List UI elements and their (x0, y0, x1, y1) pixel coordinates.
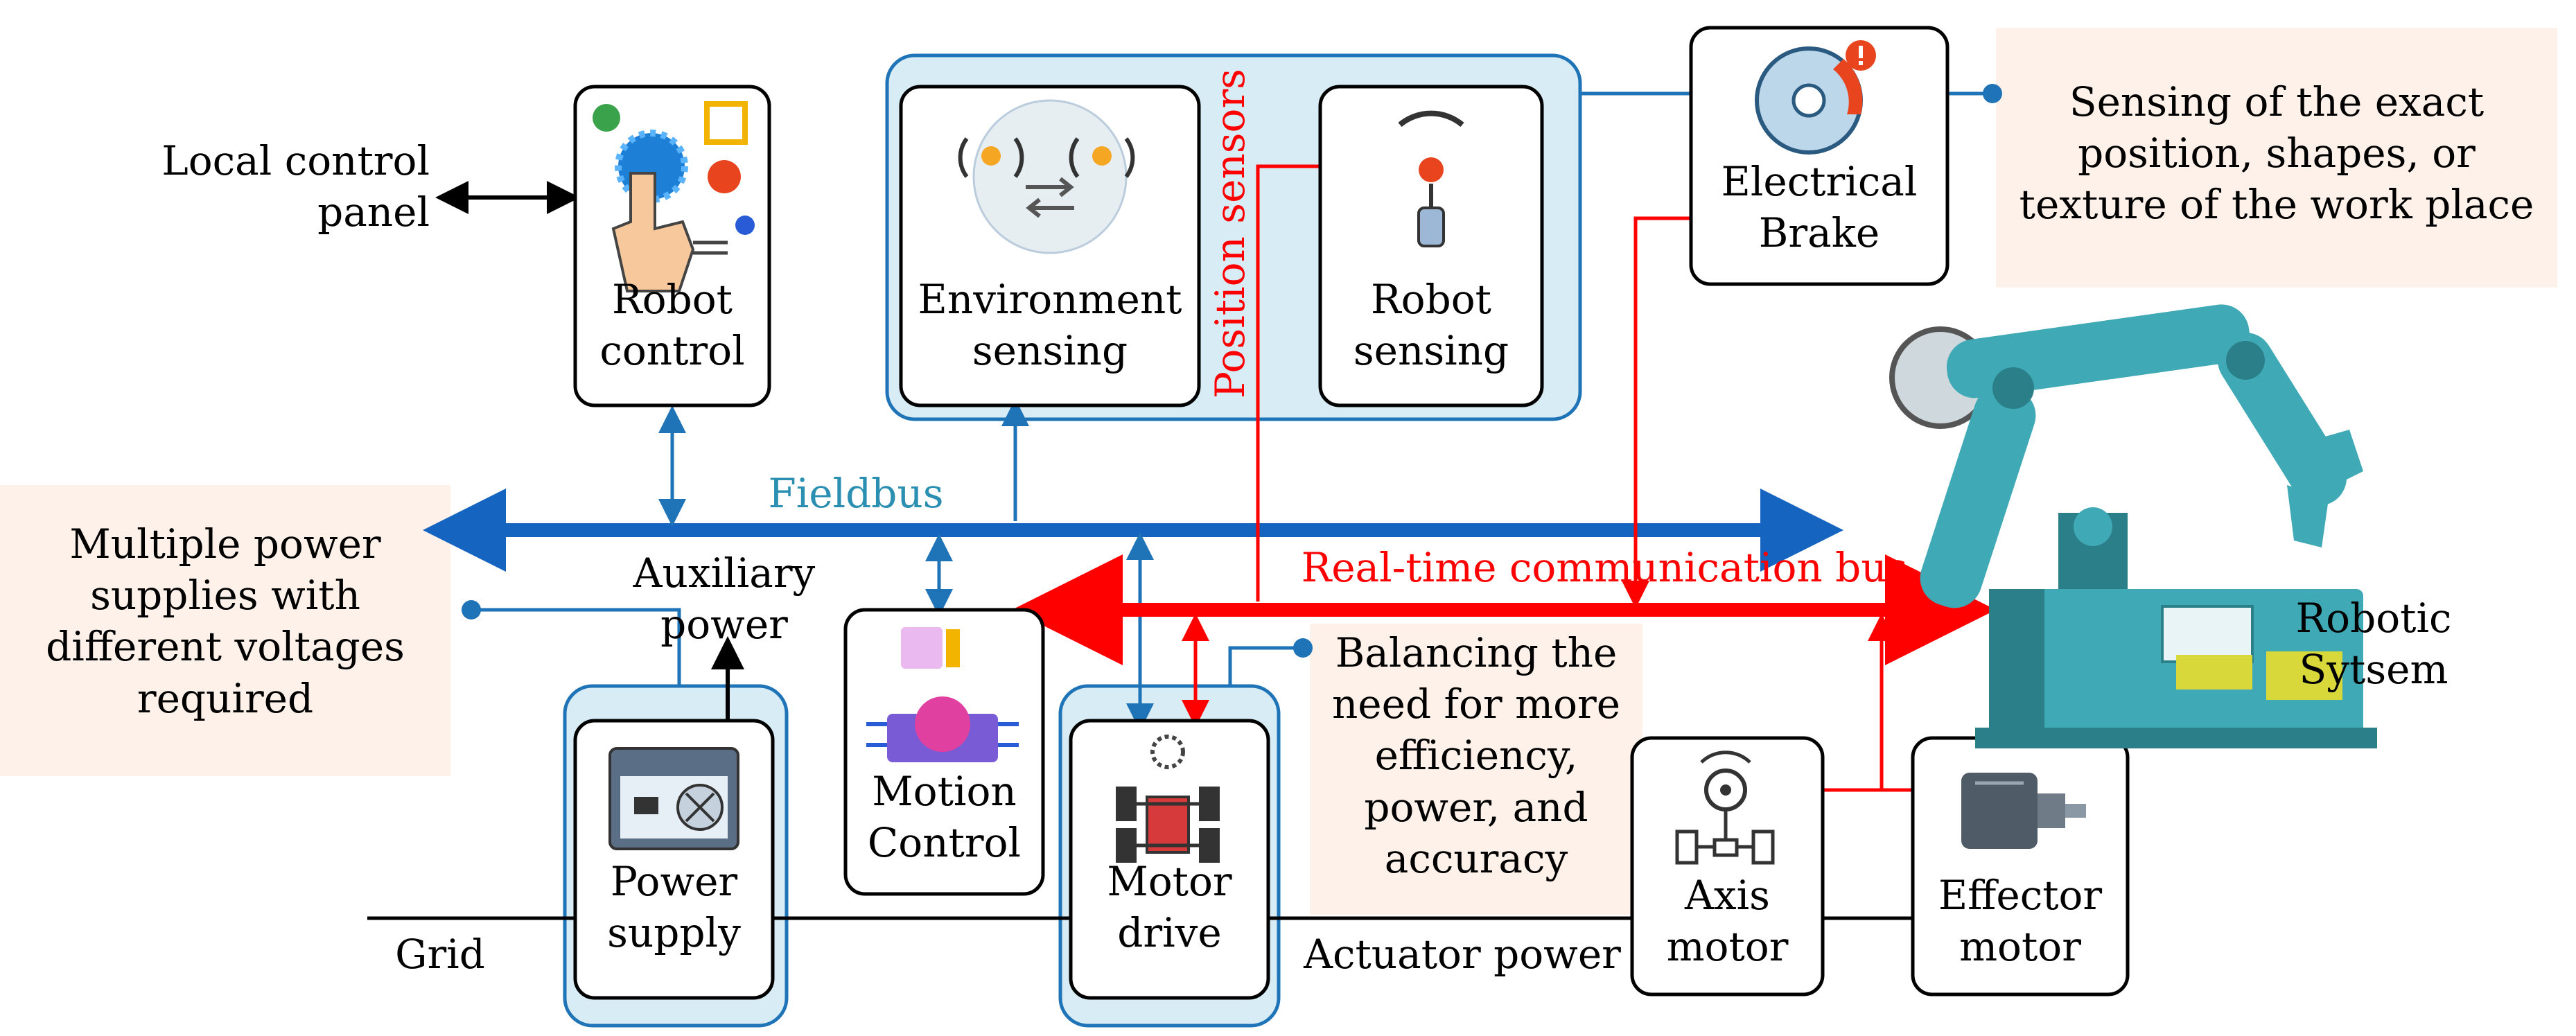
note-sensing-bg (1996, 28, 2557, 288)
robot-sensing-icon (1398, 110, 1464, 247)
power-note-dot (462, 600, 481, 620)
sensing-note-dot (1983, 84, 2002, 103)
axis-motor-block (1630, 736, 1825, 997)
note-balancing-bg (1310, 624, 1642, 915)
actuator-power-label: Actuator power (1304, 931, 1621, 978)
motion-control-icon (866, 627, 1019, 762)
realtime-bus-label: Real-time communication bus (1301, 544, 1908, 591)
position-sensor-line (1256, 164, 1320, 602)
position-sensors-label: Position sensors (1206, 69, 1254, 399)
environment-sensing-icon (958, 99, 1135, 254)
robot-arm-illustration (1889, 304, 2377, 748)
motors-to-bus-line (1823, 613, 1895, 792)
balancing-note-link (1228, 646, 1303, 686)
power-supply-icon (608, 747, 739, 850)
electrical-brake-block (1689, 26, 1949, 286)
grid-label: Grid (395, 931, 485, 978)
effector-motor-icon (1961, 773, 2086, 849)
axis-motor-icon (1675, 750, 1775, 865)
fieldbus-label: Fieldbus (768, 470, 944, 517)
motor-drive-icon (1116, 735, 1220, 863)
robot-control-icon (593, 101, 755, 292)
brake-to-bus-line (1622, 216, 1691, 608)
power-note-link (471, 608, 681, 686)
note-power-bg (0, 485, 450, 776)
balancing-note-dot (1293, 638, 1313, 658)
brake-icon (1755, 40, 1876, 155)
